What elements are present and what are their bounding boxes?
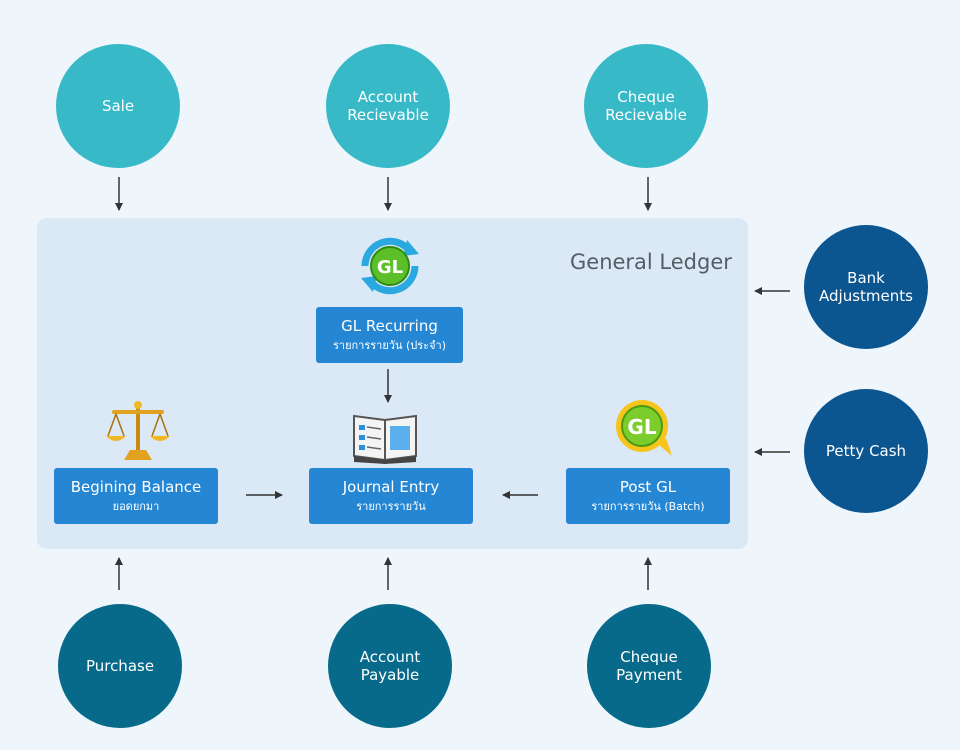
box-title: Post GL: [619, 477, 677, 496]
svg-text:GL: GL: [627, 415, 656, 439]
node-label-line1: Cheque: [617, 88, 675, 106]
open-book-icon: [353, 414, 417, 464]
node-label-line1: Sale: [101, 97, 135, 115]
box-title: Begining Balance: [70, 477, 202, 496]
node-label-line2: Payment: [616, 666, 682, 684]
sale-node[interactable]: Sale: [56, 44, 180, 168]
box-title: GL Recurring: [341, 316, 438, 335]
node-label-line1: Account: [357, 88, 419, 106]
gl-refresh-icon: GL: [361, 237, 419, 295]
journal-entry-box[interactable]: Journal Entry รายการรายวัน: [309, 468, 473, 524]
cheque-receivable-node[interactable]: Cheque Recievable: [584, 44, 708, 168]
petty-cash-node[interactable]: Petty Cash: [804, 389, 928, 513]
node-label-line1: Purchase: [85, 657, 155, 675]
cheque-payment-node[interactable]: Cheque Payment: [587, 604, 711, 728]
account-receivable-node[interactable]: Account Recievable: [326, 44, 450, 168]
node-label-line1: Petty Cash: [825, 442, 907, 460]
gl-recurring-box[interactable]: GL Recurring รายการรายวัน (ประจำ): [316, 307, 463, 363]
panel-title: General Ledger: [570, 250, 732, 274]
node-label-line1: Account: [359, 648, 421, 666]
bank-adjustments-node[interactable]: Bank Adjustments: [804, 225, 928, 349]
scales-icon: [106, 401, 170, 460]
post-gl-box[interactable]: Post GL รายการรายวัน (Batch): [566, 468, 730, 524]
node-label-line1: Bank: [847, 269, 885, 287]
box-subtitle: รายการรายวัน (ประจำ): [332, 338, 446, 352]
node-label-line2: Payable: [360, 666, 420, 684]
account-payable-node[interactable]: Account Payable: [328, 604, 452, 728]
purchase-node[interactable]: Purchase: [58, 604, 182, 728]
box-subtitle: ยอดยกมา: [112, 499, 160, 513]
box-subtitle: รายการรายวัน (Batch): [591, 499, 705, 513]
node-label-line2: Recievable: [605, 106, 687, 124]
box-subtitle: รายการรายวัน: [356, 499, 426, 513]
beginning-balance-box[interactable]: Begining Balance ยอดยกมา: [54, 468, 218, 524]
svg-text:GL: GL: [377, 257, 403, 278]
box-title: Journal Entry: [342, 477, 440, 496]
node-label-line1: Cheque: [620, 648, 678, 666]
node-label-line2: Adjustments: [819, 287, 913, 305]
gl-post-icon: GL: [616, 400, 672, 456]
node-label-line2: Recievable: [347, 106, 429, 124]
